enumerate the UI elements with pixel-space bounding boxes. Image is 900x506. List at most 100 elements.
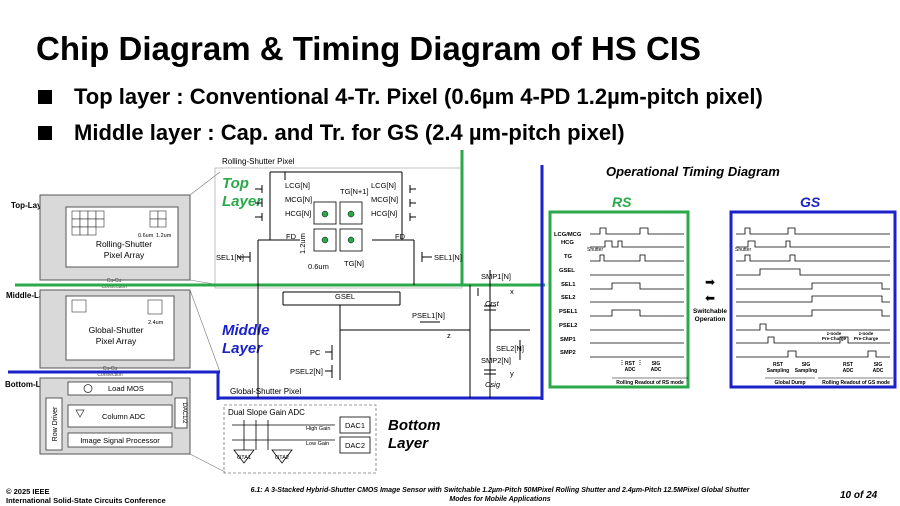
label-top-layer: Top-Layer [11,201,49,210]
ota1-label: OTA1 [237,455,251,461]
csig-label: Csig [485,380,501,389]
hcg-right: HCG[N] [371,209,397,218]
z-node-label: z [447,331,451,340]
rs-shutter-label: Shutter [587,247,603,253]
dac1-label: DAC1 [345,421,365,430]
gs-timing-box [729,210,897,389]
dim-horizontal: 0.6um [308,262,329,271]
column-adc-label: Column ADC [102,412,146,421]
sel1-left: SEL1[N] [216,253,244,262]
slide-title: Chip Diagram & Timing Diagram of HS CIS [36,30,701,67]
psel1-label: PSEL1[N] [412,311,445,320]
pitch-med-label: 1.2um [156,233,172,239]
gs-footer: Rolling Readout of GS mode [822,380,890,386]
footer-copyright: © 2025 IEEE International Solid-State Ci… [6,487,166,505]
dual-slope-label: Dual Slope Gain ADC [228,408,305,417]
current-source-icon [83,384,93,393]
mcg-right: MCG[N] [371,195,398,204]
lcg-right: LCG[N] [371,181,396,190]
label-middle-layer: Middle-Layer [6,291,55,300]
sel1-right: SEL1[N] [434,253,462,262]
dac-box [174,397,188,429]
load-mos-box [67,381,173,396]
x-node-label: x [510,287,514,296]
smp1-label: SMP1[N] [481,272,511,281]
pitch-gs-label: 2.4um [148,320,164,326]
gs-shutter-label: Shutter [735,247,751,253]
load-mos-label: Load MOS [108,384,144,393]
high-gain-label: High Gain [306,426,330,432]
timing-title: Operational Timing Diagram [606,164,780,179]
svg-text:SEL2: SEL2 [561,295,576,301]
dual-slope-adc-frame [223,404,377,474]
psel2-label: PSEL2[N] [290,367,323,376]
rs-pixel-frame [214,167,463,289]
rs-mode-label: RS [612,194,632,210]
gsel-label: GSEL [335,292,355,301]
label-bottom-layer: Bottom-Layer [5,380,57,389]
pixel-grid [71,210,167,236]
gs-waveforms [736,227,890,358]
bullet-top-layer: Top layer : Conventional 4-Tr. Pixel (0.… [38,84,763,110]
row-driver-label: Row Driver [52,406,59,441]
arrow-right-icon: ➡ [705,275,715,289]
signal-labels: LCG/MCG HCG TG GSEL SEL1 SEL2 PSEL1 PSEL… [554,232,582,356]
lcg-left: LCG[N] [285,181,310,190]
arrow-left-icon: ⬅ [705,291,715,305]
sel2-label: SEL2[N] [496,344,524,353]
svg-text:SEL1: SEL1 [561,282,576,288]
gs-mode-label: GS [800,194,821,210]
hcg-left: HCG[N] [285,209,311,218]
comparator-icon [75,409,85,418]
y-node-label: y [510,369,514,378]
column-adc-box [67,404,173,428]
smp2-label: SMP2[N] [481,356,511,365]
gs-pixel-cell [147,299,163,315]
fd-right: FD [395,232,406,241]
svg-text:LCG/MCG: LCG/MCG [554,232,582,238]
ota2-label: OTA2 [275,455,289,461]
bullet-middle-layer: Middle layer : Cap. and Tr. for GS (2.4 … [38,120,625,146]
bullet-text: Top layer : Conventional 4-Tr. Pixel (0.… [74,84,763,109]
low-gain-label: Low Gain [306,441,329,447]
conference-text: International Solid-State Circuits Confe… [6,496,166,505]
pc-label: PC [310,348,321,357]
svg-text:SMP1: SMP1 [560,337,577,343]
gs-pixel-cell [71,299,87,313]
svg-text:TG: TG [564,254,573,260]
bullet-text: Middle layer : Cap. and Tr. for GS (2.4 … [74,120,625,145]
isp-box [67,432,173,448]
dac1-box [339,416,371,434]
dac2-label: DAC2 [345,441,365,450]
chip-diagram: Top-Layer Middle-Layer Bottom-Layer 0.6u… [5,171,226,473]
tg-n-label: TG[N] [344,259,364,268]
rs-pixel-label: Rolling-Shutter Pixel [222,157,295,166]
square-bullet-icon [38,126,52,140]
global-dump-label: Global Dump [774,380,805,386]
dac-label: DAC1/2 [181,402,187,424]
pitch-small-label: 0.6um [138,233,154,239]
svg-text:PSEL1: PSEL1 [559,309,578,315]
square-bullet-icon [38,90,52,104]
page-number: 10 of 24 [840,490,878,501]
gs-pixel-label: Global-Shutter Pixel [230,387,301,396]
row-driver-box [45,397,63,451]
svg-text:SMP2: SMP2 [560,350,576,356]
